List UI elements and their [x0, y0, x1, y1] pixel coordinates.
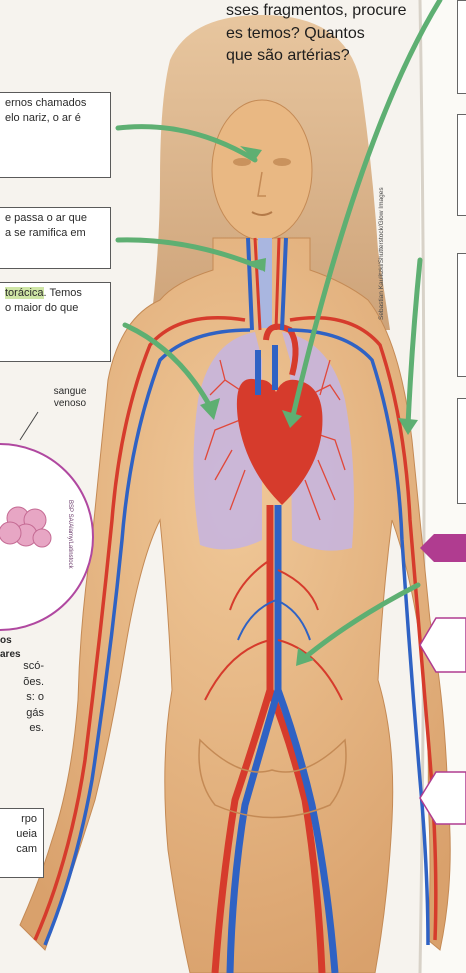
text-box-thoracic-line-2: o maior do que	[5, 301, 104, 316]
alveoli-credit: BSP SA/Alamy/Latinstock	[67, 500, 73, 569]
text-box-trachea: e passa o ar que a se ramifica em	[0, 207, 111, 269]
photo-credit: Sebastian Kaulitzki/Shutterstock/Glow Im…	[378, 187, 385, 320]
activity-question: sses fragmentos, procure es temos? Quant…	[226, 0, 407, 68]
body-line-4: gás	[0, 706, 44, 722]
body-line-2: ões.	[0, 675, 44, 691]
body-line-3: s: o	[0, 690, 44, 706]
text-box-bottom: rpo ueia cam	[0, 808, 44, 878]
text-box-thoracic: torácica. Temos o maior do que	[0, 282, 111, 362]
body-paragraph: scó- ões. s: o gás es.	[0, 659, 44, 737]
right-box-4	[457, 398, 466, 504]
body-line-1: scó-	[0, 659, 44, 675]
highlight-thoracic: torácica	[5, 287, 44, 299]
text-box-trachea-line-1: e passa o ar que	[5, 211, 104, 226]
text-box-thoracic-line-1: torácica. Temos	[5, 286, 104, 301]
right-box-1	[457, 0, 466, 94]
question-line-2: es temos? Quantos	[226, 23, 407, 46]
body-line-5: es.	[0, 721, 44, 737]
question-line-3: que são artérias?	[226, 45, 407, 68]
face	[212, 100, 312, 240]
right-box-2	[457, 114, 466, 216]
label-alveoli-1: os	[0, 635, 40, 647]
question-line-1: sses fragmentos, procure	[226, 0, 407, 23]
label-sangue: sangue	[40, 386, 100, 398]
text-box-nose-line-2: elo nariz, o ar é	[5, 111, 104, 126]
text-box-nose-line-1: ernos chamados	[5, 96, 104, 111]
text-box-bottom-line-1: rpo	[5, 812, 37, 827]
text-box-thoracic-line-1-rest: . Temos	[44, 287, 82, 299]
right-box-3	[457, 253, 466, 377]
text-box-nose: ernos chamados elo nariz, o ar é	[0, 92, 111, 178]
label-venoso: venoso	[40, 398, 100, 410]
text-box-trachea-line-2: a se ramifica em	[5, 226, 104, 241]
alveoli-inset	[0, 412, 93, 630]
text-box-bottom-line-3: cam	[5, 842, 37, 857]
text-box-bottom-line-2: ueia	[5, 827, 37, 842]
